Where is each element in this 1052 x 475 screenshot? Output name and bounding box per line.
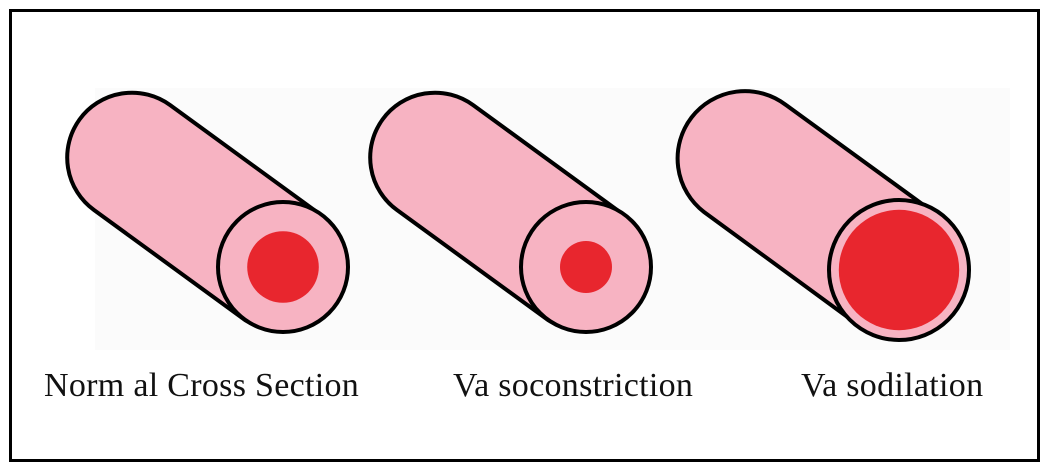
caption-vasodilation: Va sodilation: [801, 366, 983, 406]
lumen: [839, 210, 959, 330]
vessel-vasoconstriction-illustration: [413, 92, 653, 332]
caption-vasoconstriction: Va soconstriction: [453, 366, 693, 406]
lumen: [560, 241, 612, 293]
caption-normal-cross-section: Norm al Cross Section: [44, 366, 359, 406]
vessel-normal-illustration: [110, 92, 350, 332]
vessel-vasodilation-illustration: [722, 92, 972, 332]
lumen: [247, 231, 319, 303]
